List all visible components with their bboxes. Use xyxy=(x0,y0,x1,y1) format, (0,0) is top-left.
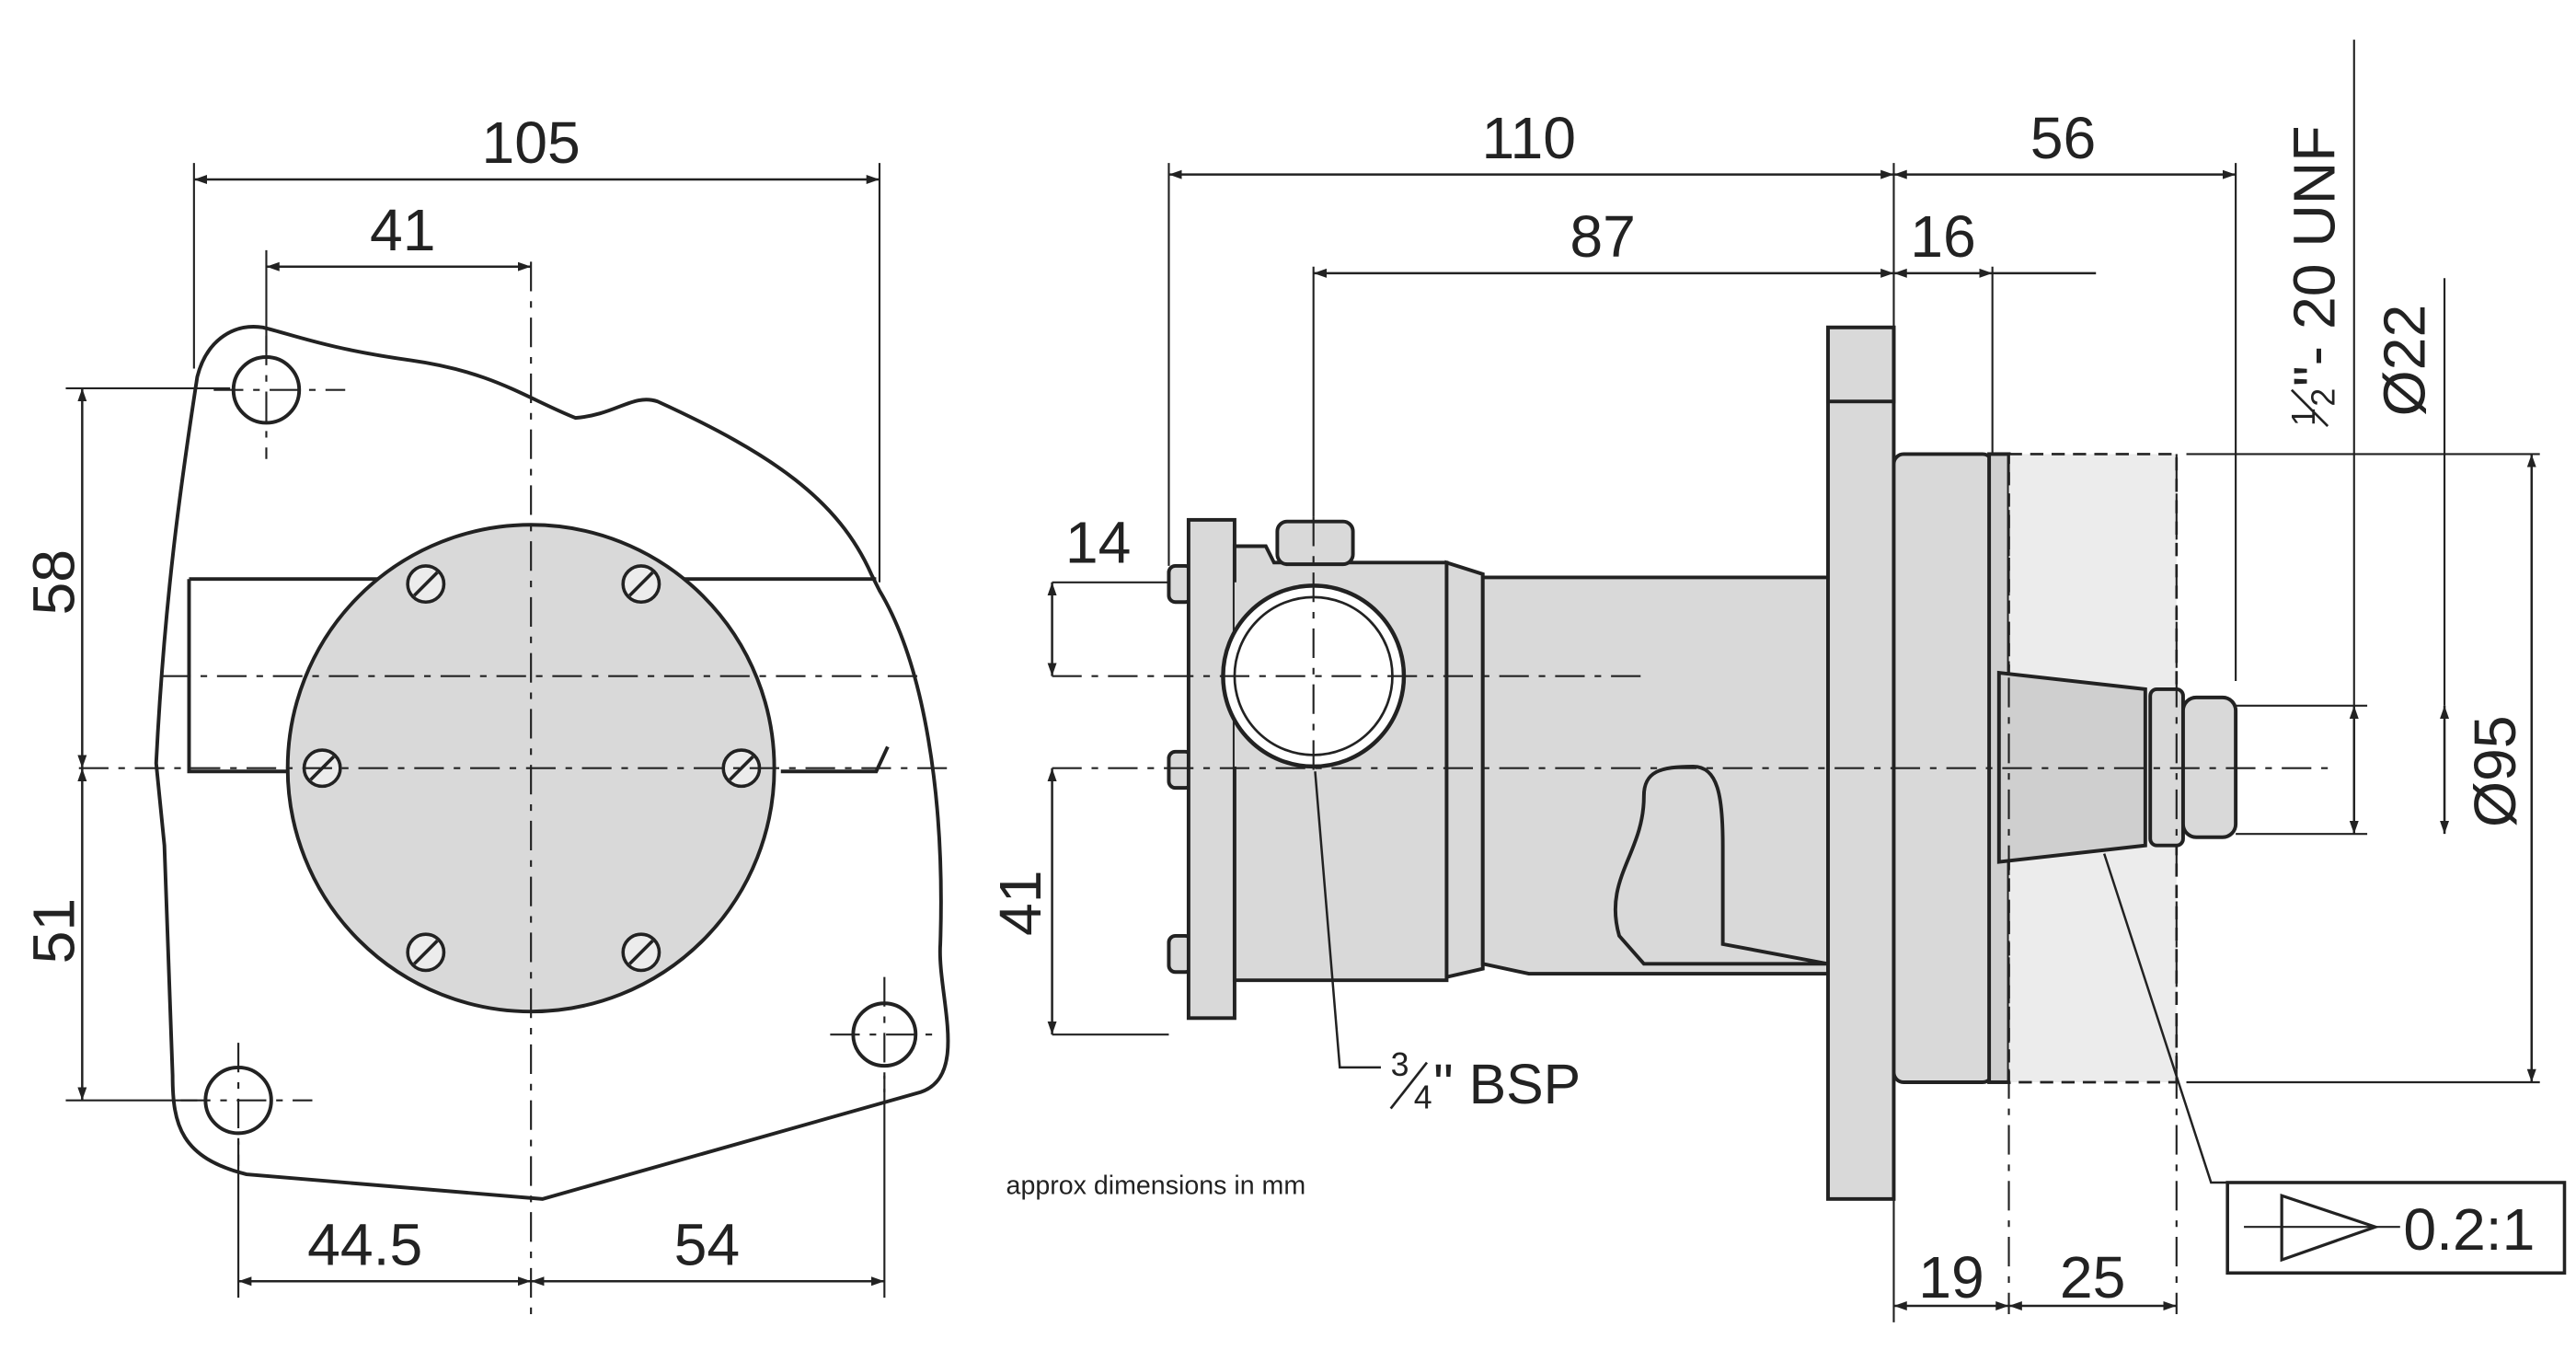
bsp-denominator: 4 xyxy=(1414,1079,1432,1116)
dim-87: 87 xyxy=(1570,203,1636,270)
shaft-housing xyxy=(1480,575,1830,976)
dim-51: 51 xyxy=(20,898,86,964)
dim-54: 54 xyxy=(674,1211,741,1277)
thread-spec: "- 20 UNF xyxy=(2281,125,2347,387)
front-extension-lines xyxy=(65,163,886,1299)
flange-lug-top xyxy=(1826,325,1896,404)
taper-ratio: 0.2:1 xyxy=(2403,1196,2535,1263)
side-extension-lines xyxy=(1052,40,2540,1322)
front-dimension-labels: 105 41 58 51 44.5 54 xyxy=(20,110,740,1277)
mounting-flange xyxy=(1826,325,1896,1201)
bsp-label: 3 4 " BSP xyxy=(1389,1046,1581,1116)
side-dimension-labels: 110 87 56 16 14 41 19 25 1 2 "- 20 UNF Ø… xyxy=(987,105,2567,1310)
front-view xyxy=(154,325,950,1201)
body-neck xyxy=(1444,560,1485,980)
cover-screws xyxy=(302,564,762,973)
front-centerlines xyxy=(78,261,954,1322)
thread-denominator: 2 xyxy=(2305,388,2341,407)
dim-41-side: 41 xyxy=(987,870,1053,936)
bsp-numerator: 3 xyxy=(1391,1046,1409,1083)
dim-105: 105 xyxy=(481,110,580,176)
side-view xyxy=(1167,325,2238,1201)
dim-41-top: 41 xyxy=(370,197,436,263)
dim-44-5: 44.5 xyxy=(307,1211,422,1277)
thread-numerator: 1 xyxy=(2285,408,2322,426)
thread-fraction-bar xyxy=(2290,388,2329,427)
dim-dia95: Ø95 xyxy=(2462,715,2528,827)
front-dimension-lines xyxy=(77,175,885,1287)
dim-56: 56 xyxy=(2030,105,2097,171)
bsp-fraction-bar xyxy=(1389,1061,1429,1110)
taper-callout: 0.2:1 xyxy=(2225,1181,2567,1275)
side-dimension-lines xyxy=(1047,169,2536,1311)
thread-label: 1 2 "- 20 UNF xyxy=(2281,125,2347,427)
dim-19: 19 xyxy=(1918,1244,1984,1310)
fitting-nut xyxy=(1275,519,1355,567)
dim-58: 58 xyxy=(20,549,86,616)
dim-14: 14 xyxy=(1065,509,1132,575)
dim-dia22: Ø22 xyxy=(2372,305,2438,417)
dim-16: 16 xyxy=(1910,203,1976,270)
bsp-spec: " BSP xyxy=(1433,1053,1581,1115)
mounting-plate-outline xyxy=(154,325,950,1201)
dim-110: 110 xyxy=(1482,105,1577,171)
side-centerlines xyxy=(1052,454,2335,1314)
dim-25: 25 xyxy=(2060,1244,2126,1310)
units-note: approx dimensions in mm xyxy=(1006,1171,1306,1200)
